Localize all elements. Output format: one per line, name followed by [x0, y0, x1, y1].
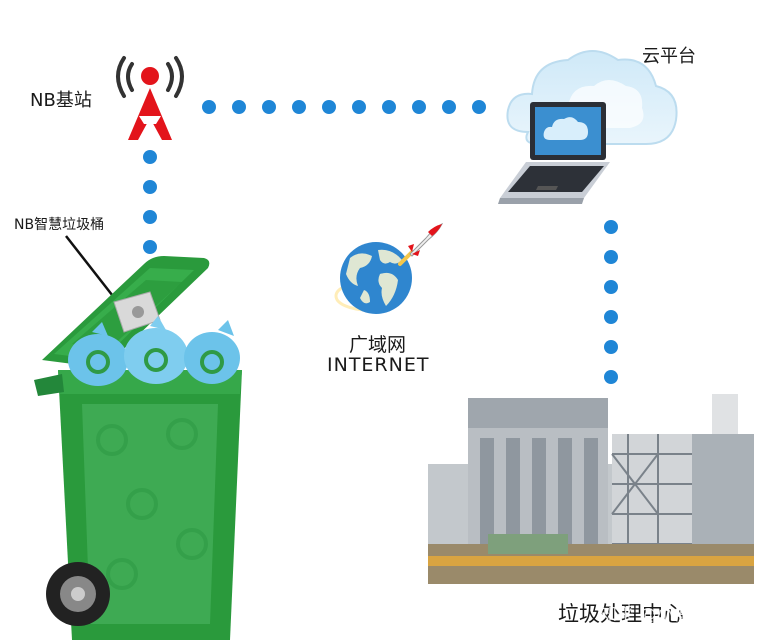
connection-dot — [143, 240, 157, 254]
smart-bin-label: NB智慧垃圾桶 — [14, 217, 105, 233]
connection-dot — [143, 180, 157, 194]
connection-dot — [442, 100, 456, 114]
nb-station-label: NB基站 — [30, 90, 92, 111]
internet-label: INTERNET — [327, 354, 430, 376]
watermark-text: 知乎 @小模糊 — [600, 605, 708, 625]
connection-dot — [604, 250, 618, 264]
connection-dot — [292, 100, 306, 114]
signal-tower-icon — [116, 56, 184, 140]
connection-dot — [202, 100, 216, 114]
connection-dot — [352, 100, 366, 114]
connection-dot — [604, 340, 618, 354]
connection-dot — [382, 100, 396, 114]
processing-plant-image — [428, 394, 754, 584]
connection-dot — [604, 310, 618, 324]
connection-dot — [412, 100, 426, 114]
connection-dot — [143, 150, 157, 164]
connection-dot — [322, 100, 336, 114]
nb-sensor-device — [113, 291, 161, 333]
wan-label: 广域网 — [349, 334, 407, 356]
trash-bin-image — [34, 256, 242, 640]
connection-dot — [262, 100, 276, 114]
cloud-platform-label: 云平台 — [642, 46, 696, 67]
connection-dot — [143, 210, 157, 224]
rocket-icon — [398, 222, 444, 266]
connection-dot — [604, 220, 618, 234]
cloud-laptop-icon — [498, 50, 678, 204]
connection-dot — [604, 280, 618, 294]
connection-dot — [604, 370, 618, 384]
processing-center-label: 垃圾处理中心 — [558, 602, 684, 626]
globe-icon — [334, 242, 412, 314]
connection-dot — [232, 100, 246, 114]
connection-dot — [472, 100, 486, 114]
